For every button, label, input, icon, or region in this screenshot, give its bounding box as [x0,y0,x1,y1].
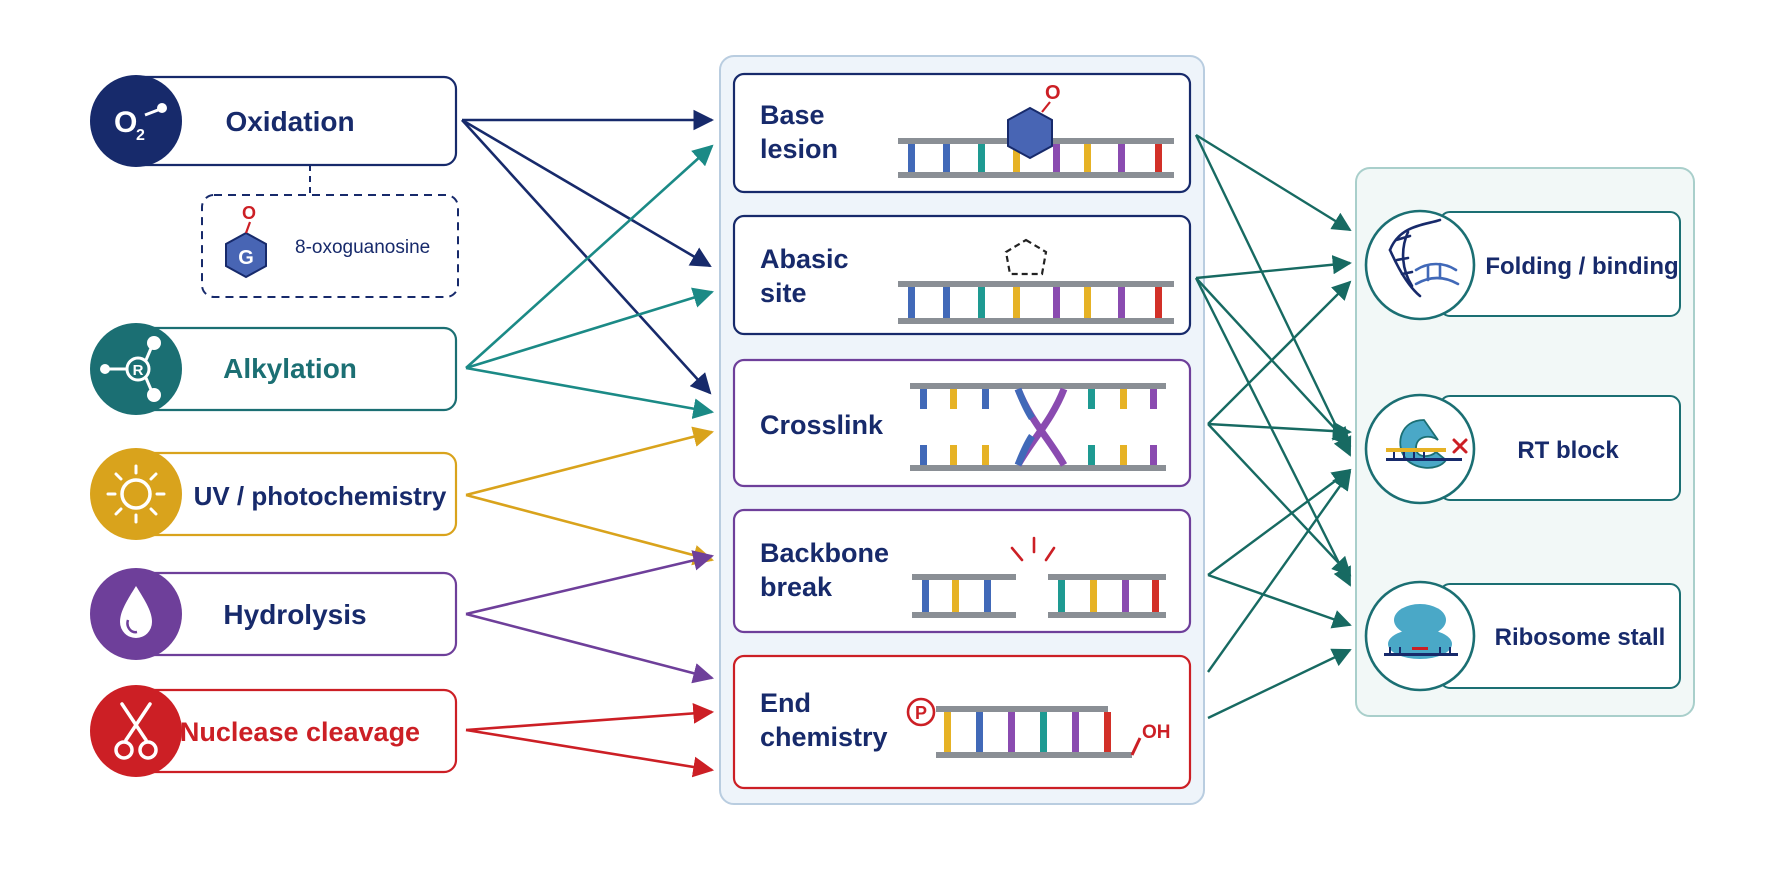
o2-icon-subscript: 2 [136,127,145,144]
arrow-backbone-rt [1207,468,1352,576]
source-hydrolysis: Hydrolysis [90,568,458,660]
arrow-uv-backbone [465,493,715,566]
lesion-atom-label: O [1045,82,1061,104]
consequence-rt-block: RT block [1364,393,1681,505]
damage-abasic-site: Abasic site [732,214,1192,336]
damage-label-line1: Base [760,100,825,130]
break-spark-icon [1010,536,1056,562]
damage-label-line2: site [760,278,807,308]
hydroxyl-label: OH [1142,722,1171,743]
damage-end-chemistry: End chemistry P OH [732,654,1192,790]
source-label: Hydrolysis [223,599,366,630]
scissors-icon [90,685,182,777]
consequence-label: Folding / binding [1485,253,1678,280]
arrow-hydrolysis-end [465,612,715,684]
damage-base-lesion: Base lesion O [732,72,1192,194]
source-label: Alkylation [223,353,357,384]
arrow-oxidation-crosslink [461,119,712,395]
damage-label-line2: lesion [760,134,838,164]
arrow-crosslink-rt [1207,421,1352,441]
arrow-uv-crosslink [465,426,715,497]
source-nuclease: Nuclease cleavage [90,685,458,777]
phosphate-icon [906,697,936,727]
source-oxidation: O 2 Oxidation [90,75,458,167]
damage-label-line1: Crosslink [760,410,884,440]
damage-backbone-break: Backbone break [732,508,1192,634]
arrow-crosslink-ribosome [1207,423,1352,577]
end-rna-strand [936,706,1142,758]
consequence-arrows [1194,133,1352,720]
arrow-abasic-folding [1195,255,1352,280]
damage-label-line1: Backbone [760,538,889,568]
damage-label-line2: break [760,572,833,602]
consequence-ribosome-stall: Ribosome stall [1364,580,1681,692]
phosphate-label: P [915,703,927,723]
source-label: Oxidation [225,106,354,137]
source-uv: UV / photochemistry [90,448,458,540]
abasic-rna-strand [898,281,1174,324]
damage-box [732,214,1192,336]
guanine-letter: G [238,247,254,269]
damage-box [732,358,1192,488]
example-box [201,194,459,298]
arrow-lesion-rt [1194,134,1352,457]
arrow-abasic-ribosome [1194,277,1352,587]
source-label: Nuclease cleavage [180,717,420,747]
o2-icon-dot [157,103,167,113]
arrow-backbone-ribosome [1207,573,1352,629]
arrow-abasic-rt [1195,277,1352,447]
source-arrows [461,109,715,778]
o2-icon-letter: O [114,106,137,139]
arrow-nuclease-end-bottom [465,728,715,778]
o2-icon-bond [144,108,159,117]
source-label: UV / photochemistry [194,481,447,511]
sun-icon [90,448,182,540]
example-label: 8-oxoguanosine [295,237,430,258]
arrow-alkylation-crosslink [465,366,715,419]
rna-folding-icon [1364,209,1476,321]
damage-label-line1: End [760,688,811,718]
damage-label-line1: Abasic [760,244,849,274]
arrow-end-ribosome [1207,648,1352,720]
damage-label-line2: chemistry [760,722,888,752]
arrow-lesion-folding [1195,133,1352,232]
missing-base-outline-icon [1004,238,1048,276]
source-alkylation: R Alkylation [90,323,458,415]
damage-crosslink: Crosslink [732,358,1192,488]
oxo-bond [244,221,252,234]
oxo-atom-label: O [242,203,256,223]
consequence-folding: Folding / binding [1364,209,1681,321]
broken-rna-strand [912,574,1166,618]
oxidation-example: O G 8-oxoguanosine [201,165,459,298]
arrow-end-rt [1207,470,1352,673]
o2-icon [90,75,182,167]
arrow-alkylation-base-lesion [465,144,714,369]
crosslink-rna-strands [910,383,1166,471]
consequence-label: RT block [1517,437,1619,464]
alkyl-icon-letter: R [133,362,144,379]
arrow-hydrolysis-backbone [465,550,715,616]
guanine-hexagon-icon [225,231,267,279]
arrow-oxidation-abasic [461,118,712,268]
damage-box [732,508,1192,634]
arrow-alkylation-abasic [465,287,714,370]
arrow-crosslink-folding [1207,280,1352,425]
lesion-base-hexagon-icon [1007,106,1053,160]
damage-box [732,72,1192,194]
consequence-label: Ribosome stall [1495,624,1666,651]
arrow-nuclease-end-top [465,702,715,732]
